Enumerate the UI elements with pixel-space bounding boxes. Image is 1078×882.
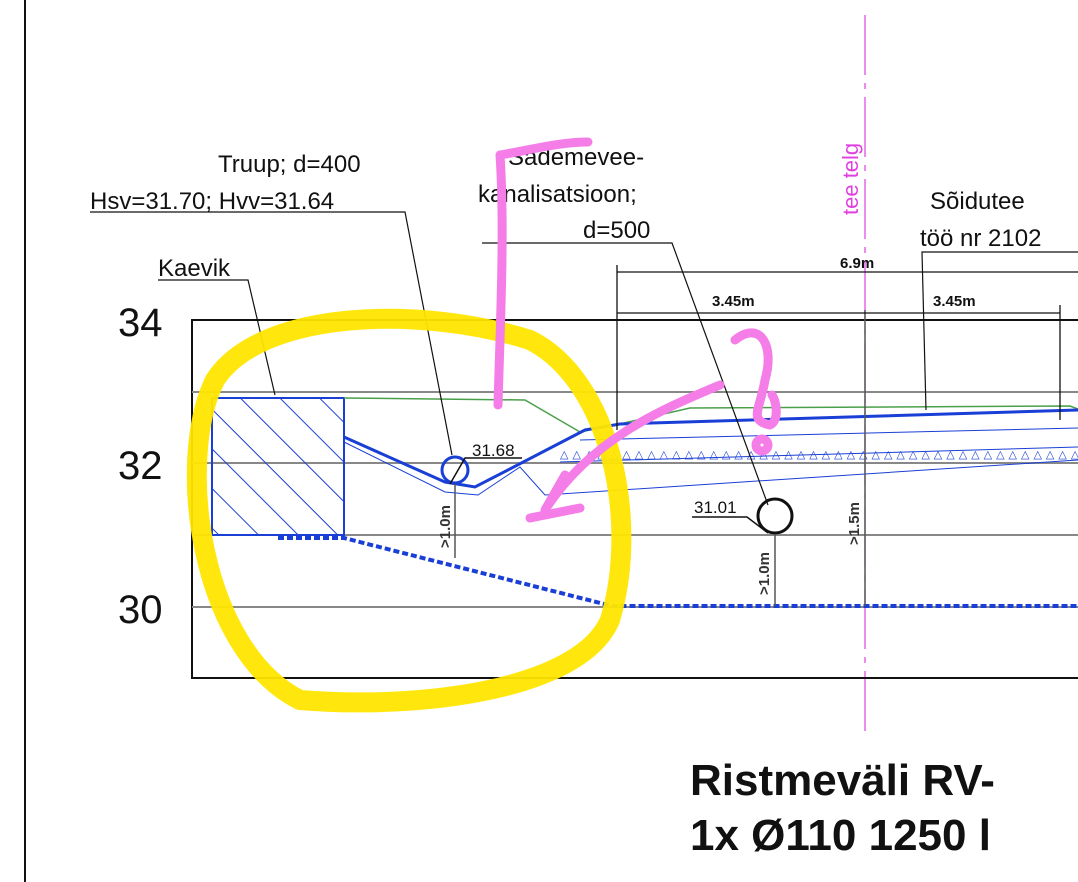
storm-cover-label: >1.0m: [756, 552, 773, 595]
yellow-highlight-circle: [186, 308, 632, 713]
trench-label: Kaevik: [158, 255, 231, 282]
culvert-leader: [449, 457, 522, 485]
roadway-label: Sõidutee: [930, 188, 1025, 215]
drawing-title-line1: Ristmeväli RV-: [690, 756, 995, 805]
pink-annotation-marks: [493, 137, 781, 523]
existing-ground-line: [343, 397, 1078, 433]
culvert-pipe: [440, 455, 470, 485]
axis-depth-label: >1.5m: [846, 502, 863, 545]
total-width-dim: 6.9m: [840, 255, 874, 272]
left-lane-dim: 3.45m: [712, 293, 755, 310]
road-axis-label: tee telg: [838, 143, 863, 215]
drawing-title-line2: 1x Ø110 1250 l: [690, 811, 991, 860]
subgrade-line: [343, 441, 1078, 496]
base-layer-top: [579, 427, 1078, 441]
storm-pipe: [756, 497, 794, 535]
storm-sewer-label-3: d=500: [583, 217, 650, 244]
trench-bottom-line: [278, 536, 1078, 608]
culvert-cover-label: >1.0m: [437, 505, 454, 548]
base-layer-bottom: [559, 446, 1078, 463]
culvert-elevation: 31.68: [472, 441, 515, 460]
storm-leader: [692, 516, 769, 534]
roadway-work-label: töö nr 2102: [920, 225, 1041, 252]
trench-hatch: [211, 397, 345, 536]
label-leaders: [90, 211, 1078, 506]
y-tick-30: 30: [118, 588, 163, 632]
aggregate-pattern: △△△△△△△△△△△△△△△△△△△△△△△△△△△△△△△△△△△△△△△△…: [560, 449, 1078, 461]
storm-elevation: 31.01: [694, 498, 737, 517]
y-tick-34: 34: [118, 301, 163, 345]
dimension-lines: [616, 265, 1078, 430]
culvert-label: Truup; d=400: [218, 151, 361, 178]
right-lane-dim: 3.45m: [933, 293, 976, 310]
culvert-elevations-label: Hsv=31.70; Hvv=31.64: [90, 188, 334, 215]
road-surface-line: [343, 408, 1078, 489]
y-tick-32: 32: [118, 444, 163, 488]
